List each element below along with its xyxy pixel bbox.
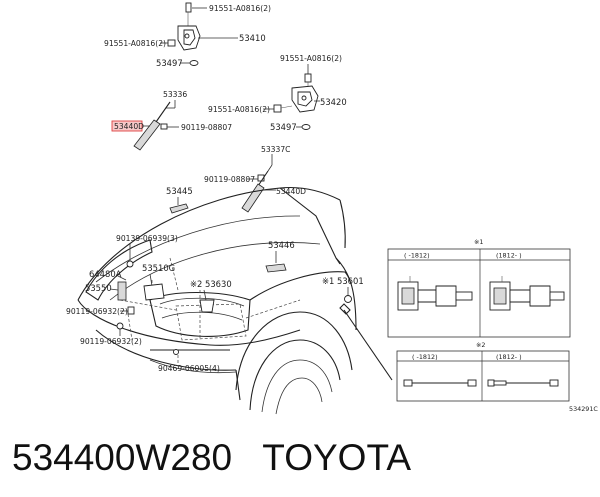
label-lock: 53510G [142, 263, 175, 273]
bolt-top [185, 2, 192, 13]
ref-code: 534291C [569, 405, 598, 413]
support-rh-group: 53337C 90119-08807 53440D [204, 145, 306, 213]
label-bolt-left: 91551-A0816(2) [104, 39, 166, 48]
detail1-title: ※1 [474, 238, 483, 246]
bracket [117, 281, 127, 301]
detail-box-2: ※2 ( -1812) (1812- ) [396, 341, 570, 402]
detail1-col-b: (1812- ) [496, 252, 522, 260]
detail2-cable-b [487, 379, 559, 387]
label-bolt-stay-rh: 90119-08807 [204, 175, 255, 184]
label-washer-rh: 53497 [270, 122, 297, 132]
lock-group: 90139-06939(3) 53510G 64480A 53550 90119… [66, 234, 220, 373]
cushion [344, 295, 352, 303]
support-rod-rh [241, 183, 265, 213]
label-hinge-lh: 53410 [239, 33, 266, 43]
detail2-title: ※2 [476, 341, 485, 349]
support-rod-lh [133, 119, 161, 151]
bolt-left [167, 39, 176, 47]
label-stay-top: 53336 [163, 90, 187, 99]
label-striker: 53550 [85, 283, 112, 293]
label-bolt-top: 91551-A0816(2) [209, 4, 271, 13]
label-insulator: 53446 [268, 240, 295, 250]
label-bolt-b: 90119-06932(2) [66, 307, 128, 316]
misc-group: 53446 ※2 53630 ※1 53601 [190, 240, 393, 381]
pointer-arrow [343, 309, 393, 381]
label-support-rh: 53440D [276, 187, 306, 196]
support-rod-upper [155, 101, 171, 123]
lever [199, 299, 215, 313]
detail1-part-a [397, 276, 473, 311]
label-washer-lh: 53497 [156, 58, 183, 68]
label-stay-rh-top: 53337C [261, 145, 290, 154]
insulator [265, 263, 287, 273]
detail2-col-a: ( -1812) [412, 353, 438, 361]
label-hinge-rh: 53420 [320, 97, 347, 107]
label-clip-b: 90469-06005(4) [158, 364, 220, 373]
detail-box-1: ※1 ( -1812) (1812- ) [387, 238, 571, 338]
washer-rh [301, 124, 311, 130]
label-bolt-stay: 90119-08807 [181, 123, 232, 132]
label-bolt-c: 90119-06932(2) [80, 337, 142, 346]
parts-diagram: 91551-A0816(2) 53410 91551-A0816(2) 5349… [66, 2, 598, 415]
detail1-col-a: ( -1812) [404, 252, 430, 260]
label-lever: ※2 53630 [190, 279, 232, 289]
seal [169, 203, 189, 214]
detail1-part-b [489, 276, 565, 311]
washer-lh [189, 60, 199, 66]
part-number-caption: 534400W280 TOYOTA [12, 437, 411, 478]
hinge-lh-group: 91551-A0816(2) 53410 91551-A0816(2) 5349… [104, 2, 271, 68]
label-seal: 53445 [166, 186, 193, 196]
label-bolt-rh-left: 91551-A0816(2) [208, 105, 270, 114]
label-bracket: 64480A [89, 269, 122, 279]
label-clip-a: 90139-06939(3) [116, 234, 178, 243]
support-lh-group: 53336 53440D 90119-08807 [111, 90, 232, 151]
seal-group: 53445 [166, 186, 193, 214]
detail2-cable-a [403, 379, 477, 387]
hinge-rh-group: 91551-A0816(2) 53420 91551-A0816(2) 5349… [208, 54, 347, 132]
label-bolt-rh-top: 91551-A0816(2) [280, 54, 342, 63]
car-body [77, 186, 357, 415]
label-cushion: ※1 53601 [322, 276, 364, 286]
label-support-lh: 53440D [114, 122, 144, 131]
lock [143, 283, 165, 301]
detail2-col-b: (1812- ) [496, 353, 522, 361]
